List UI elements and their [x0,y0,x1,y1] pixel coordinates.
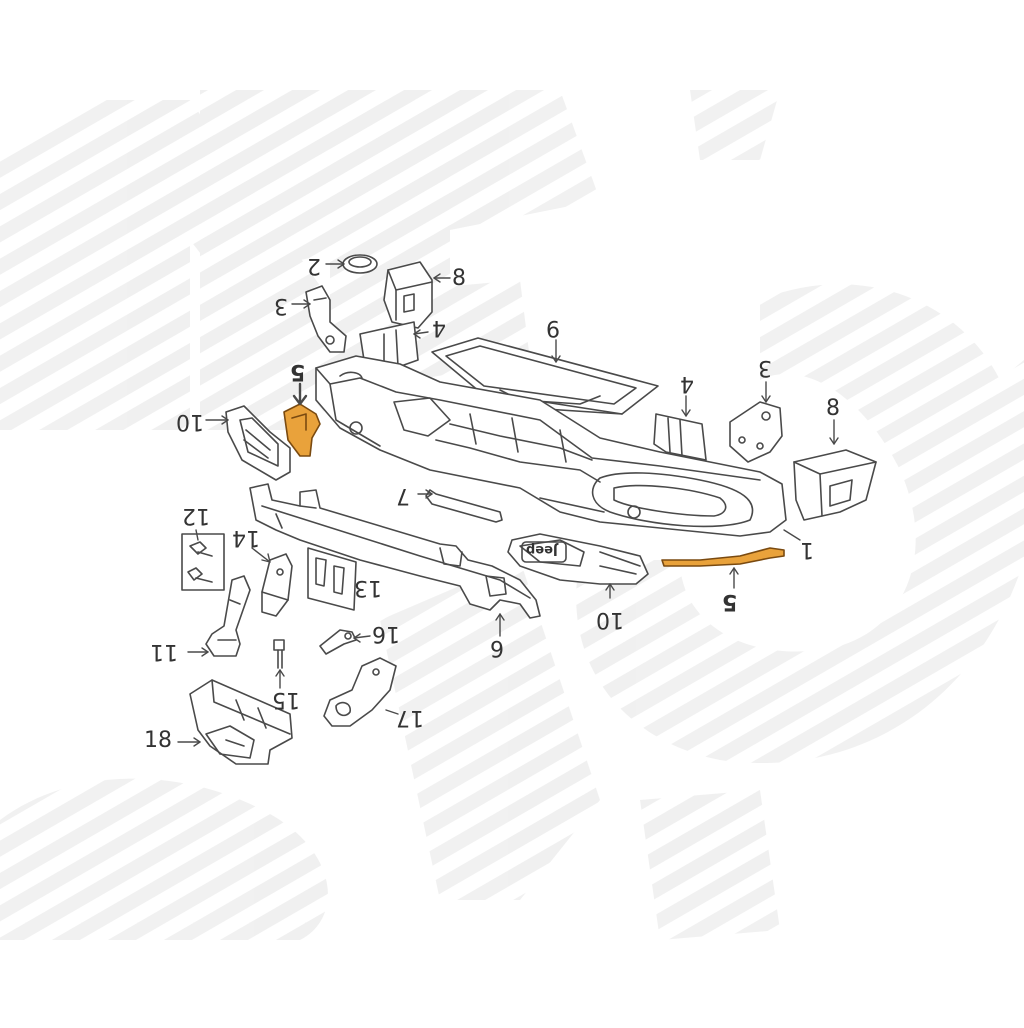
callout-9: 9 [546,315,560,340]
part-3-bracket-left [305,285,347,353]
callout-3-right: 3 [758,355,772,380]
callout-15: 15 [272,687,300,712]
part-10-end-cap-left [225,405,291,481]
callout-16: 16 [372,621,400,646]
callout-5-bottom: 5 [722,589,738,614]
part-3-bracket-right [729,401,783,463]
jeep-badge-text: Jeep [526,542,558,557]
watermark [0,90,1024,940]
callout-13: 13 [354,575,382,600]
part-17-tow-hook [323,657,397,727]
part-16-pin [319,629,357,655]
part-14-bracket [261,553,293,617]
callout-14: 14 [232,525,260,550]
part-13-plates [307,547,357,611]
callout-10-bottom: 10 [596,607,624,632]
leader-lines [177,259,839,747]
callout-2: 2 [307,253,321,278]
part-8-bracket-right [793,449,877,521]
callout-7: 7 [396,483,410,508]
part-4-bracket-right [653,413,707,461]
part-15-bolt [273,639,285,669]
part-6-frame-beam [249,483,541,619]
jeep-badge [521,541,567,563]
part-5-highlight-strip [661,547,785,567]
part-2-cap [342,254,378,274]
callout-5-left: 5 [290,359,306,384]
part-8-bracket-top [383,261,433,329]
callout-8-right: 8 [826,396,840,421]
callout-1: 1 [800,537,814,562]
part-5-highlight-left [283,403,321,457]
part-11-hook-bracket [205,575,251,657]
bumper-shell [315,355,787,537]
callout-11: 11 [150,639,178,664]
callout-6: 6 [490,635,504,660]
part-12-bolts [181,533,225,591]
callout-4-left: 4 [432,315,446,340]
part-18-hitch-receiver [189,679,293,765]
callout-3-left: 3 [274,293,288,318]
callout-18: 18 [144,728,172,753]
part-7-strip [425,489,503,523]
callout-17: 17 [396,705,424,730]
callout-10-left: 10 [176,409,204,434]
callout-12: 12 [182,503,210,528]
callout-8-top: 8 [452,266,466,291]
callout-4-right: 4 [680,371,694,396]
part-10-lower-panel [507,533,649,585]
